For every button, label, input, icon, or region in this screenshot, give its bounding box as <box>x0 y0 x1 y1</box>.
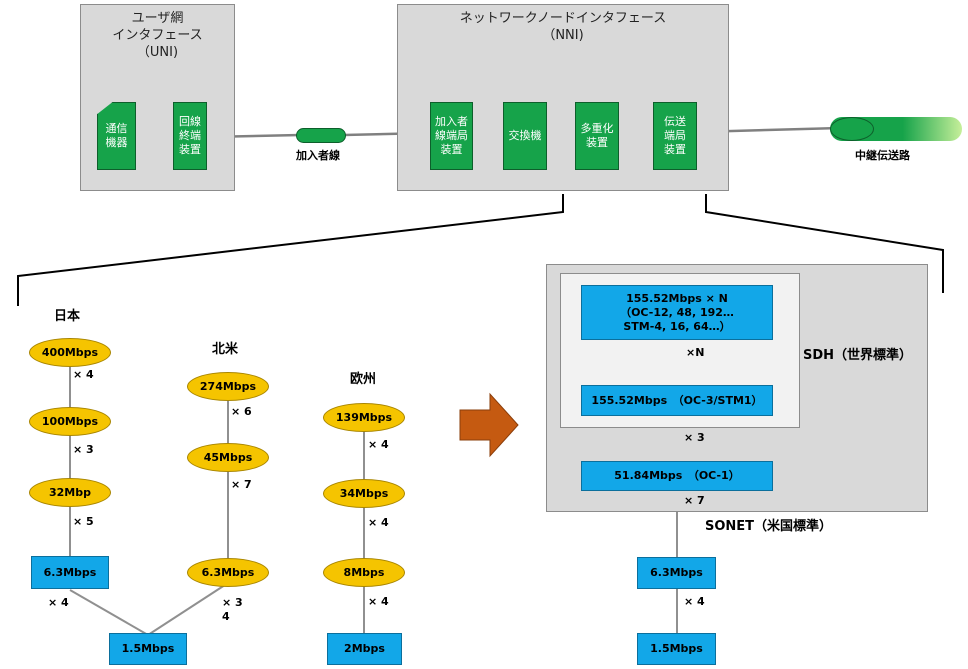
europe-rate-8: 8Mbps <box>323 558 405 587</box>
nni-title: ネットワークノードインタフェース （NNI) <box>459 11 667 43</box>
multiplexer-device-label: 多重化 装置 <box>580 122 614 149</box>
switch-device: 交換機 <box>503 102 547 170</box>
communication-device-label: 通信 機器 <box>105 122 128 149</box>
europe-mult-3: × 4 <box>368 595 389 608</box>
japan-rate-100: 100Mbps <box>29 407 111 436</box>
europe-rate-139: 139Mbps <box>323 403 405 432</box>
subscriber-terminal-device-label: 加入者 線端局 装置 <box>435 115 468 156</box>
sonet-rate-15: 1.5Mbps <box>637 633 716 665</box>
line-terminal-device-label: 回線 終端 装置 <box>179 115 201 156</box>
transmission-terminal-device-label: 伝送 端局 装置 <box>664 115 686 156</box>
uni-panel: ユーザ網 インタフェース （UNI) <box>80 4 235 191</box>
north-america-label: 北米 <box>212 342 239 357</box>
line-terminal-device: 回線 終端 装置 <box>173 102 207 170</box>
sonet-mult-3: × 3 <box>684 431 705 444</box>
subscriber-terminal-device: 加入者 線端局 装置 <box>430 102 473 170</box>
sdh-mult-n: ×N <box>686 346 705 359</box>
europe-rate-34: 34Mbps <box>323 479 405 508</box>
transmission-terminal-device: 伝送 端局 装置 <box>653 102 697 170</box>
japan-rate-63: 6.3Mbps <box>31 556 109 589</box>
trunk-line-label: 中継伝送路 <box>855 149 910 162</box>
sdh-label: SDH（世界標準） <box>803 348 913 363</box>
sdh-stm1-rate: 155.52Mbps （OC-3/STM1） <box>581 385 773 416</box>
japan-mult-2: × 3 <box>73 443 94 456</box>
subscriber-line-cable <box>296 128 346 143</box>
uni-title: ユーザ網 インタフェース （UNI) <box>112 11 203 60</box>
sonet-label: SONET（米国標準） <box>705 519 833 534</box>
multiplexer-device: 多重化 装置 <box>575 102 619 170</box>
na-rate-45: 45Mbps <box>187 443 269 472</box>
japan-label: 日本 <box>54 309 81 324</box>
na-rate-63: 6.3Mbps <box>187 558 269 587</box>
sonet-mult-4: × 4 <box>684 595 705 608</box>
europe-label: 欧州 <box>350 372 377 387</box>
communication-device: 通信 機器 <box>97 102 136 170</box>
switch-device-label: 交換機 <box>508 129 542 142</box>
na-rate-274: 274Mbps <box>187 372 269 401</box>
common-rate-15: 1.5Mbps <box>109 633 187 665</box>
subscriber-line-label: 加入者線 <box>296 149 340 162</box>
na-mult-1: × 6 <box>231 405 252 418</box>
japan-rate-400: 400Mbps <box>29 338 111 367</box>
japan-mult-1: × 4 <box>73 368 94 381</box>
japan-mult-4: × 4 <box>48 596 69 609</box>
trunk-cable-end <box>830 117 874 141</box>
sdh-top-rate: 155.52Mbps × N （OC-12, 48, 192… STM-4, 1… <box>581 285 773 340</box>
na-mult-2: × 7 <box>231 478 252 491</box>
sonet-oc1-rate: 51.84Mbps （OC-1） <box>581 461 773 491</box>
sonet-mult-7: × 7 <box>684 494 705 507</box>
europe-mult-1: × 4 <box>368 438 389 451</box>
europe-rate-2: 2Mbps <box>327 633 402 665</box>
na-mult-3: × 3 4 <box>222 596 243 623</box>
japan-mult-3: × 5 <box>73 515 94 528</box>
japan-rate-32: 32Mbp <box>29 478 111 507</box>
sonet-rate-63: 6.3Mbps <box>637 557 716 589</box>
europe-mult-2: × 4 <box>368 516 389 529</box>
